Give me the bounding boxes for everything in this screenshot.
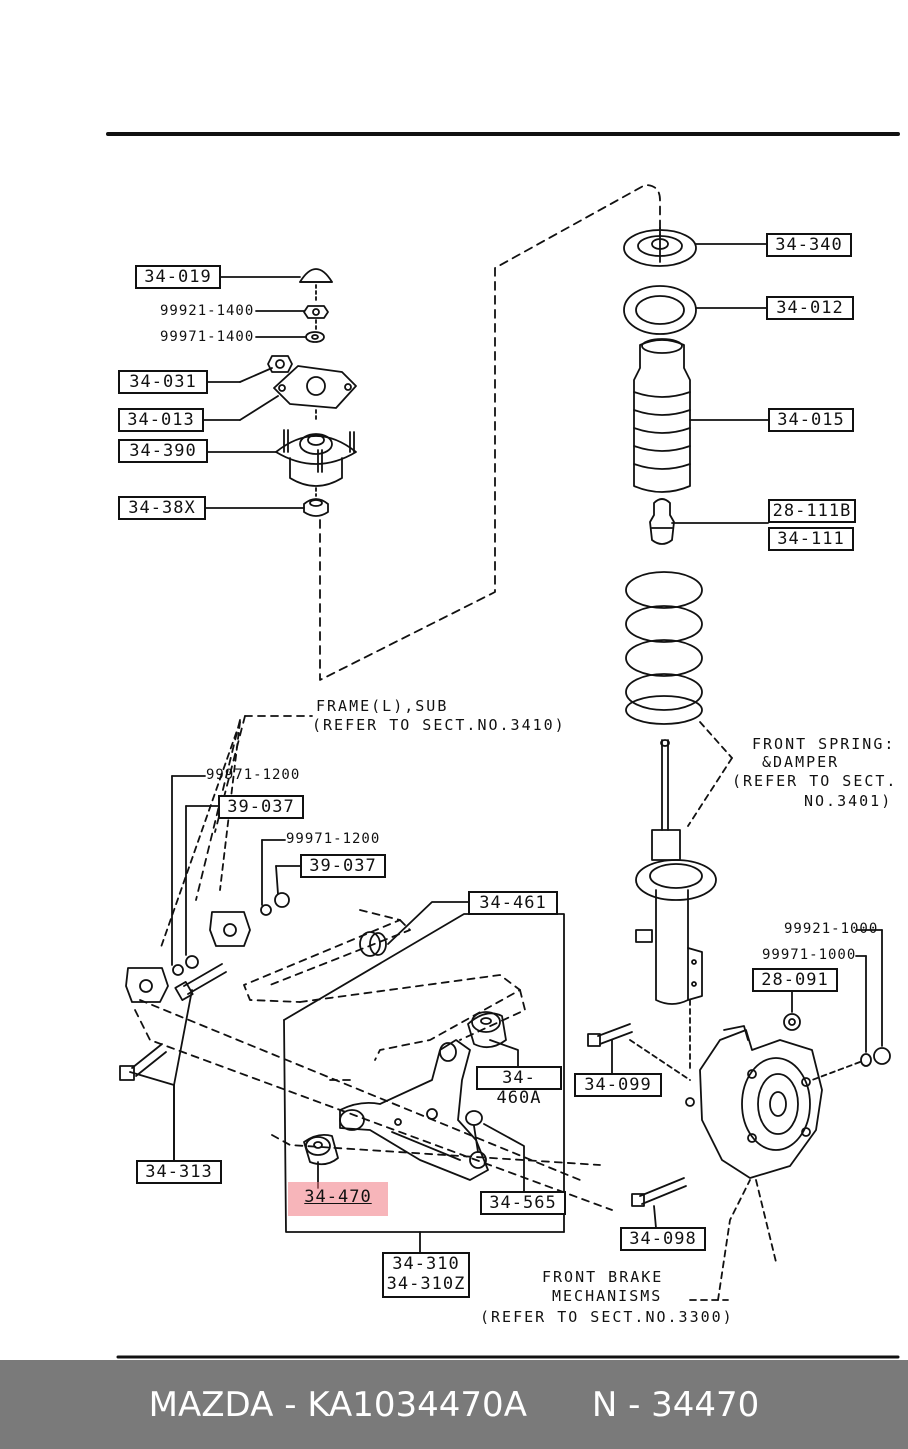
- fastener-label-99971-1200-lower[interactable]: 99971-1200: [286, 831, 381, 847]
- bushing-icon: [303, 498, 329, 517]
- part-label-34-099[interactable]: 34-099: [574, 1073, 662, 1097]
- dust-cap-icon: [299, 268, 333, 283]
- subframe-outline: [134, 715, 613, 1211]
- strut-mount-icon: [275, 429, 357, 487]
- part-label-28-091[interactable]: 28-091: [752, 968, 838, 992]
- parts-diagram: 34-019 34-031 34-013 34-390 34-38X 34-34…: [106, 132, 900, 1359]
- fastener-label-99971-1400[interactable]: 99971-1400: [160, 329, 255, 345]
- part-label-34-013[interactable]: 34-013: [118, 408, 204, 432]
- part-label-34-015[interactable]: 34-015: [768, 408, 854, 432]
- spring-note-line4: NO.3401): [804, 792, 893, 810]
- part-label-34-310Z-text: 34-310Z: [386, 1274, 466, 1294]
- part-footer-bar: MAZDA - KA1034470A N - 34470: [0, 1360, 908, 1449]
- nut-icon: [303, 305, 329, 319]
- part-label-39-037-upper[interactable]: 39-037: [218, 795, 304, 819]
- footer-ref-number: 34470: [651, 1384, 760, 1425]
- footer-ref-separator: -: [628, 1384, 641, 1425]
- part-label-34-012[interactable]: 34-012: [766, 296, 854, 320]
- lower-bolt-icon: [631, 1177, 687, 1207]
- stabilizer-bushing-icon: [125, 911, 251, 1003]
- flange-nut-icon: [267, 355, 293, 373]
- part-label-34-38X[interactable]: 34-38X: [118, 496, 206, 520]
- spring-note-line2: &DAMPER: [762, 753, 840, 771]
- footer-ref-prefix: N: [591, 1384, 618, 1425]
- footer-separator: -: [284, 1384, 297, 1425]
- part-label-34-565[interactable]: 34-565: [480, 1191, 566, 1215]
- diagram-drawing: [106, 132, 900, 1359]
- part-label-34-460A[interactable]: 34-460A: [476, 1066, 562, 1108]
- bearing-ring-icon: [623, 285, 697, 335]
- arm-bushing-rear-icon: [467, 1011, 507, 1049]
- lower-arm-icon: [339, 1039, 489, 1181]
- brake-note-line1: FRONT BRAKE: [542, 1268, 664, 1286]
- spring-note-line3: (REFER TO SECT.: [732, 772, 898, 790]
- part-label-34-031[interactable]: 34-031: [118, 370, 208, 394]
- fastener-label-99971-1200-upper[interactable]: 99971-1200: [206, 767, 301, 783]
- part-label-34-310-text: 34-310: [392, 1254, 460, 1274]
- part-label-39-037-lower[interactable]: 39-037: [300, 854, 386, 878]
- knuckle-bolt-icon: [587, 1023, 633, 1047]
- part-label-34-310[interactable]: 34-310 34-310Z: [382, 1252, 470, 1298]
- upper-seat-icon: [623, 227, 697, 267]
- brake-note-line3: (REFER TO SECT.NO.3300): [480, 1308, 734, 1326]
- brake-note-line2: MECHANISMS: [552, 1287, 663, 1305]
- damper-icon: [635, 739, 717, 1005]
- part-label-34-470[interactable]: 34-470: [288, 1182, 388, 1216]
- part-label-34-111[interactable]: 34-111: [768, 527, 854, 551]
- frame-note-line2: (REFER TO SECT.NO.3410): [312, 716, 566, 734]
- part-label-34-313[interactable]: 34-313: [136, 1160, 222, 1184]
- right-nut-icon: [860, 1047, 891, 1067]
- part-label-34-390[interactable]: 34-390: [118, 439, 208, 463]
- steering-knuckle-icon: [685, 1025, 823, 1179]
- fastener-label-99921-1000[interactable]: 99921-1000: [784, 921, 879, 937]
- washer-icon: [305, 331, 325, 343]
- part-label-34-461[interactable]: 34-461: [468, 891, 558, 915]
- arm-bushing-icon: [303, 1133, 339, 1166]
- spring-note-line1: FRONT SPRING:: [752, 735, 896, 753]
- fastener-label-99971-1000[interactable]: 99971-1000: [762, 947, 857, 963]
- spacer-icon: [359, 931, 387, 957]
- part-label-28-111B[interactable]: 28-111B: [768, 499, 856, 523]
- footer-brand: MAZDA: [148, 1384, 274, 1425]
- part-label-34-340[interactable]: 34-340: [766, 233, 852, 257]
- part-label-34-019[interactable]: 34-019: [135, 265, 221, 289]
- fastener-label-99921-1400[interactable]: 99921-1400: [160, 303, 255, 319]
- frame-note-line1: FRAME(L),SUB: [316, 697, 449, 715]
- dust-boot-icon: [633, 338, 691, 493]
- small-washer-icon: [172, 892, 290, 976]
- part-label-34-098[interactable]: 34-098: [620, 1227, 706, 1251]
- footer-part-number: KA1034470A: [307, 1384, 527, 1425]
- gasket-plate-icon: [273, 365, 357, 409]
- bump-stop-icon: [649, 498, 675, 545]
- ball-joint-icon: [465, 1110, 487, 1169]
- hub-nut-icon: [783, 1013, 801, 1031]
- coil-spring-icon: [625, 571, 703, 725]
